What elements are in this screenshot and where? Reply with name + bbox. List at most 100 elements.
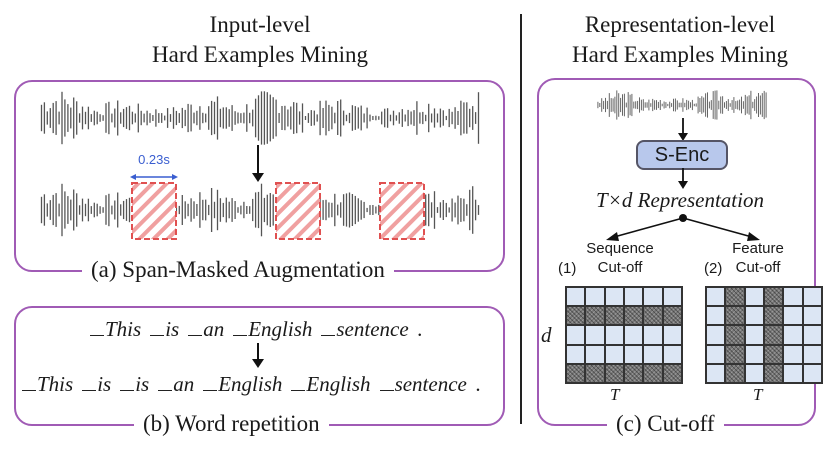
word-boundary-marker (150, 319, 165, 336)
axis-d-label: d (541, 323, 552, 347)
word-boundary-marker (158, 374, 173, 391)
grid-cell (744, 306, 764, 326)
down-arrow-icon (252, 145, 264, 182)
sentence-token: an (158, 371, 194, 397)
waveform-small (597, 90, 767, 120)
word-boundary-marker (90, 319, 104, 336)
sequence-cutoff-number: (1) (558, 260, 577, 277)
token-text: . (417, 317, 423, 341)
sentence-token: is (82, 371, 111, 397)
feature-cutoff-label: Feature Cut-off (718, 239, 798, 277)
grid-cell (802, 306, 822, 326)
s-enc-block: S-Enc (636, 140, 728, 170)
grid-cell (783, 344, 803, 364)
grid-cell (725, 344, 745, 364)
feature-cutoff-label-line2: Cut-off (735, 259, 781, 276)
grid-cell (706, 344, 726, 364)
mask-span-1 (131, 182, 177, 240)
representation-level-heading-line1: Representation-level (584, 12, 776, 37)
word-boundary-marker (291, 374, 306, 391)
token-text: English (306, 372, 371, 396)
grid-cell (624, 287, 644, 307)
grid-cell (764, 306, 784, 326)
token-text: English (218, 372, 283, 396)
grid-cell (744, 344, 764, 364)
grid-cell (783, 287, 803, 307)
grid-cell (706, 325, 726, 345)
feature-cutoff-label-line1: Feature (732, 240, 784, 257)
word-boundary-marker (120, 374, 135, 391)
grid-cell (604, 344, 624, 364)
cutoff-caption: (c) Cut-off (607, 410, 724, 438)
grid-cell (662, 363, 682, 383)
grid-cell (585, 363, 605, 383)
input-level-heading: Input-level Hard Examples Mining (0, 10, 520, 70)
token-text: an (173, 372, 195, 396)
word-boundary-marker (379, 374, 394, 391)
grid-cell (624, 363, 644, 383)
token-text: is (165, 317, 180, 341)
sentence-token: . (418, 316, 423, 342)
grid-cell (624, 325, 644, 345)
grid-cell (624, 306, 644, 326)
grid-cell (725, 325, 745, 345)
grid-cell (624, 344, 644, 364)
grid-cell (585, 325, 605, 345)
word-boundary-marker (233, 319, 248, 336)
feature-cutoff-number: (2) (704, 260, 723, 277)
grid-cell (706, 306, 726, 326)
waveform-masked (40, 182, 480, 240)
token-text: is (97, 372, 112, 396)
sequence-cutoff-label-line1: Sequence (586, 240, 654, 257)
column-divider (520, 14, 522, 424)
grid-cell (725, 306, 745, 326)
token-text: English (248, 317, 313, 341)
feature-cutoff-grid (705, 286, 823, 384)
word-boundary-marker (22, 374, 36, 391)
sentence-token: is (120, 371, 149, 397)
grid-cell (764, 287, 784, 307)
axis-t-label-2: T (753, 385, 763, 404)
grid-cell (604, 287, 624, 307)
grid-cell (802, 287, 822, 307)
sentence-token: English (203, 371, 282, 397)
grid-cell (783, 306, 803, 326)
sentence-token: an (188, 316, 224, 342)
sentence-token: This (22, 371, 73, 397)
duration-arrow (130, 174, 178, 180)
grid-cell (725, 287, 745, 307)
token-text: sentence (394, 372, 467, 396)
input-level-heading-line2: Hard Examples Mining (152, 42, 368, 67)
sentence-token: sentence (321, 316, 409, 342)
grid-cell (643, 363, 663, 383)
token-text: sentence (336, 317, 409, 341)
token-text: is (135, 372, 150, 396)
grid-cell (744, 363, 764, 383)
word-boundary-marker (203, 374, 218, 391)
grid-cell (604, 363, 624, 383)
grid-cell (802, 344, 822, 364)
word-boundary-marker (321, 319, 336, 336)
grid-cell (706, 363, 726, 383)
sentence-token: sentence (379, 371, 467, 397)
representation-level-heading: Representation-level Hard Examples Minin… (530, 10, 830, 70)
token-text: This (37, 372, 74, 396)
grid-cell (604, 306, 624, 326)
duration-label: 0.23s (138, 152, 170, 167)
grid-cell (662, 306, 682, 326)
grid-cell (643, 287, 663, 307)
grid-cell (764, 325, 784, 345)
grid-cell (662, 287, 682, 307)
grid-cell (725, 363, 745, 383)
input-level-heading-line1: Input-level (209, 12, 311, 37)
grid-cell (604, 325, 624, 345)
grid-cell (585, 287, 605, 307)
axis-t-label-1: T (610, 385, 620, 404)
sentence-token: English (291, 371, 371, 397)
grid-cell (566, 306, 586, 326)
grid-cell (662, 325, 682, 345)
token-text: This (105, 317, 142, 341)
waveform-original (40, 91, 480, 145)
